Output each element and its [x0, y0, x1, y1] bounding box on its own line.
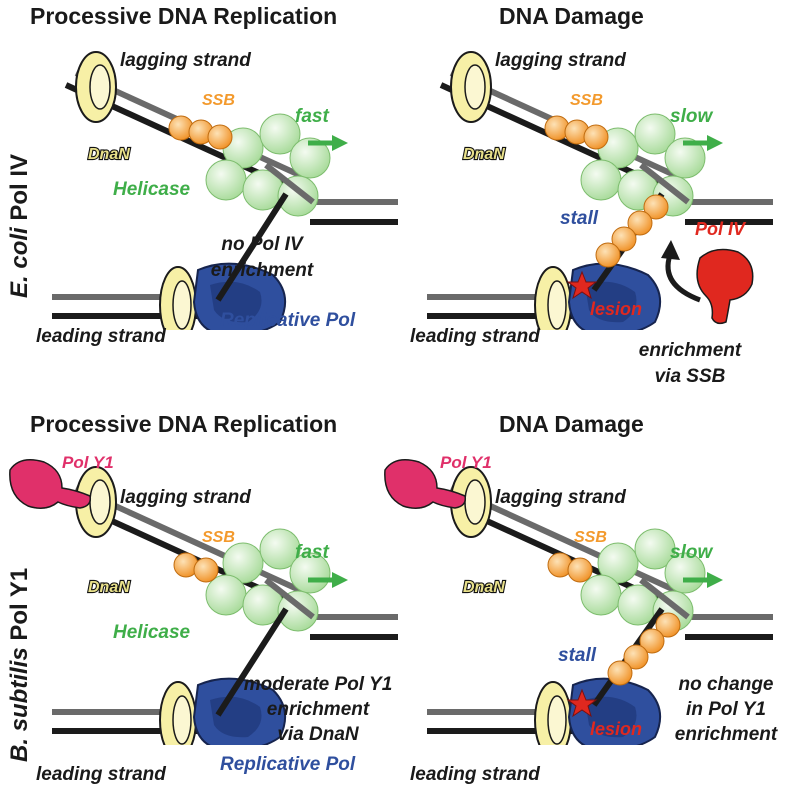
note-line-2: enrichment	[267, 699, 370, 720]
lagging-strand-label: lagging strand	[495, 487, 626, 508]
replicative-pol-label: Replicative Pol	[220, 754, 356, 775]
pol-y1-blob-icon	[384, 459, 467, 509]
ssb-label: SSB	[202, 529, 235, 546]
lagging-strand-label: lagging strand	[495, 50, 626, 71]
pol-y1-blob-icon	[9, 459, 92, 509]
leading-strand-label: leading strand	[36, 326, 166, 347]
dnan-label: DnaN	[88, 579, 130, 596]
note-line-1: no Pol IV	[221, 234, 304, 255]
speed-label: fast	[295, 542, 329, 563]
note-line-1: enrichment	[639, 340, 742, 361]
dnan-label: DnaN	[88, 146, 130, 163]
ssb-proteins	[168, 115, 233, 150]
lagging-strand-label: lagging strand	[120, 487, 251, 508]
stall-label: stall	[558, 645, 597, 666]
pol-label: Pol IV	[695, 219, 747, 239]
species-name: E. coli	[6, 226, 33, 298]
polymerase-name: Pol IV	[6, 154, 33, 221]
leading-strand-label: leading strand	[410, 764, 540, 785]
ssb-label: SSB	[570, 92, 603, 109]
speed-label: slow	[670, 106, 713, 127]
dnan-label: DnaN	[463, 146, 505, 163]
ssb-proteins	[547, 552, 681, 686]
speed-label: fast	[295, 106, 329, 127]
helicase-label: Helicase	[113, 622, 191, 643]
panel-bottom-right: DNA Damage Pol Y1 lagging strand SSB slo…	[384, 411, 778, 785]
leading-template	[215, 192, 289, 302]
curved-arrow-icon	[665, 254, 701, 303]
panel-top-left: Processive DNA Replication lagging stran…	[30, 3, 398, 347]
stall-label: stall	[560, 208, 599, 229]
panel-bottom-left: Processive DNA Replication Pol Y1 laggin…	[9, 411, 398, 785]
lesion-label: lesion	[590, 299, 642, 319]
note-line-2: in Pol Y1	[686, 699, 766, 720]
replicative-pol-label: Replicative Pol	[220, 310, 356, 331]
note-line-1: moderate Pol Y1	[244, 674, 393, 695]
panel-title: DNA Damage	[499, 411, 644, 437]
ssb-proteins	[173, 552, 219, 583]
pol-label: Pol Y1	[62, 453, 114, 472]
row-label-bottom: B. subtilis Pol Y1	[6, 568, 33, 762]
leading-strand-label: leading strand	[36, 764, 166, 785]
speed-label: slow	[670, 542, 713, 563]
species-name: B. subtilis	[6, 647, 33, 762]
leading-strand-label: leading strand	[410, 326, 540, 347]
note-line-2: via SSB	[655, 366, 726, 387]
lesion-star-icon	[566, 688, 598, 718]
note-line-1: no change	[678, 674, 773, 695]
lagging-strand-label: lagging strand	[120, 50, 251, 71]
ssb-label: SSB	[202, 92, 235, 109]
panel-title: DNA Damage	[499, 3, 644, 29]
ssb-label: SSB	[574, 529, 607, 546]
panel-title: Processive DNA Replication	[30, 411, 337, 437]
note-line-2: enrichment	[211, 260, 314, 281]
pol-iv-blob-icon	[696, 248, 754, 325]
note-line-3: enrichment	[675, 724, 778, 745]
lesion-star-icon	[566, 270, 598, 300]
polymerase-name: Pol Y1	[6, 568, 33, 641]
helicase-label: Helicase	[113, 179, 191, 200]
lesion-label: lesion	[590, 719, 642, 739]
panel-top-right: DNA Damage lagging strand SSB slow DnaN …	[410, 3, 773, 387]
row-label-top: E. coli Pol IV	[6, 154, 33, 298]
dnan-label: DnaN	[463, 579, 505, 596]
ssb-proteins	[544, 115, 669, 268]
note-line-3: via DnaN	[277, 724, 360, 745]
panel-title: Processive DNA Replication	[30, 3, 337, 29]
pol-label: Pol Y1	[440, 453, 492, 472]
